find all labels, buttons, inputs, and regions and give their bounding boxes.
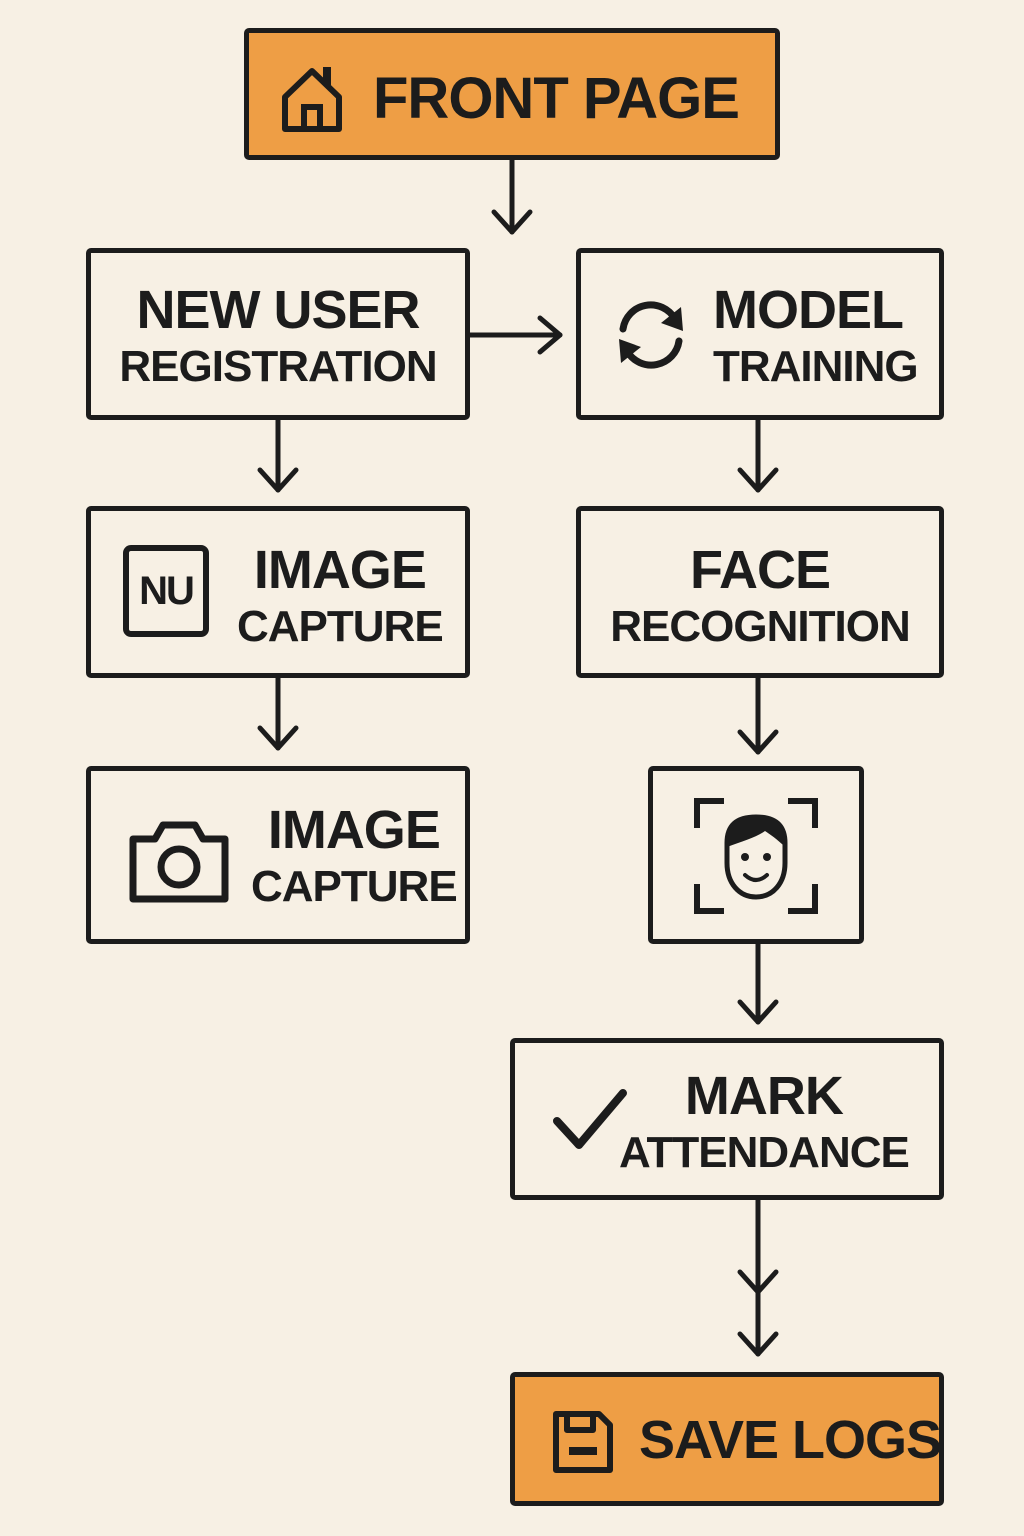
refresh-icon — [619, 301, 683, 369]
mark-attendance-box[interactable]: MARK ATTENDANCE — [510, 1038, 944, 1200]
new-user-registration-label: NEW USER REGISTRATION — [91, 283, 465, 389]
mark-attendance-label: MARK ATTENDANCE — [619, 1066, 910, 1177]
face-scan-icon — [694, 798, 818, 914]
nu-badge-text: NU — [139, 568, 195, 613]
face-recognition-line1: FACE — [689, 540, 831, 600]
image-capture-box-1[interactable]: NU IMAGE CAPTURE — [86, 506, 470, 678]
face-recognition-line2: RECOGNITION — [610, 602, 910, 651]
front-page-label: FRONT PAGE — [373, 66, 740, 131]
face-recognition-label: FACE RECOGNITION — [581, 543, 939, 649]
arrow-facescan-to-attendance — [737, 941, 779, 1025]
image-capture-1-line2: CAPTURE — [237, 602, 444, 651]
model-training-line1: MODEL — [713, 280, 904, 340]
image-capture-2-label: IMAGE CAPTURE — [251, 800, 458, 911]
image-capture-1-line1: IMAGE — [253, 540, 427, 600]
face-scan-box[interactable] — [648, 766, 864, 944]
arrow-capture-to-capture — [257, 675, 299, 751]
front-page-box[interactable]: FRONT PAGE — [244, 28, 780, 160]
model-training-label: MODEL TRAINING — [713, 280, 919, 391]
arrow-front-to-registration — [491, 157, 533, 235]
arrow-registration-to-capture — [257, 417, 299, 493]
new-user-registration-line1: NEW USER — [136, 280, 420, 340]
new-user-registration-line2: REGISTRATION — [119, 342, 437, 391]
image-capture-1-label: IMAGE CAPTURE — [237, 540, 444, 651]
new-user-registration-box[interactable]: NEW USER REGISTRATION — [86, 248, 470, 420]
face-recognition-box[interactable]: FACE RECOGNITION — [576, 506, 944, 678]
save-logs-box[interactable]: SAVE LOGS — [510, 1372, 944, 1506]
image-capture-box-2[interactable]: IMAGE CAPTURE — [86, 766, 470, 944]
camera-icon — [129, 821, 229, 903]
arrow-training-to-recognition — [737, 417, 779, 493]
arrow-registration-to-training — [467, 315, 563, 355]
model-training-line2: TRAINING — [713, 342, 919, 391]
arrow-recognition-to-facescan — [737, 675, 779, 755]
arrow-attendance-to-savelogs — [737, 1197, 779, 1357]
home-icon — [282, 67, 342, 132]
nu-badge-icon: NU — [123, 545, 209, 637]
checkmark-icon — [553, 1089, 627, 1149]
mark-attendance-line2: ATTENDANCE — [619, 1128, 910, 1177]
save-logs-label: SAVE LOGS — [639, 1410, 942, 1470]
model-training-box[interactable]: MODEL TRAINING — [576, 248, 944, 420]
mark-attendance-line1: MARK — [684, 1066, 844, 1126]
image-capture-2-line1: IMAGE — [267, 800, 441, 860]
image-capture-2-line2: CAPTURE — [251, 862, 458, 911]
floppy-disk-icon — [553, 1411, 613, 1473]
